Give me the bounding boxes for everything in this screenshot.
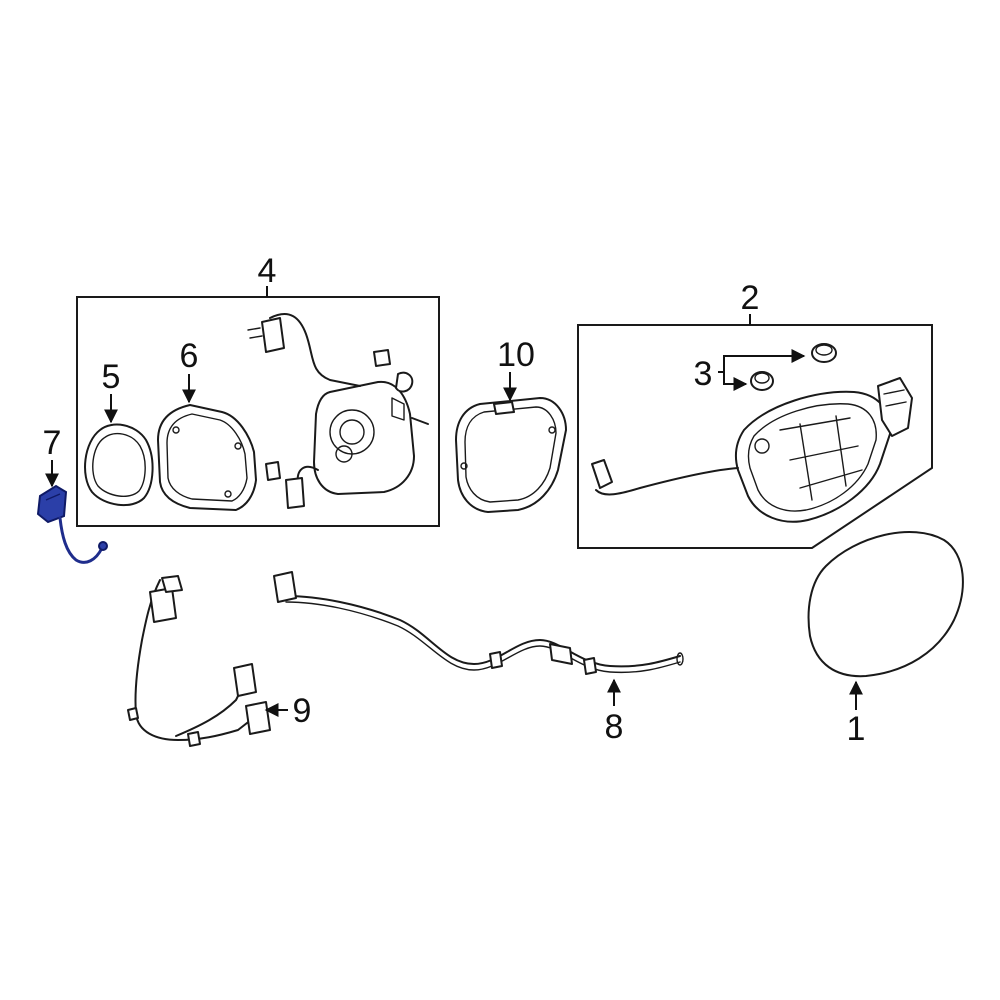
assembly-box-4: [76, 286, 440, 527]
assembly-box-2: [577, 314, 933, 549]
callout-8: 8: [605, 708, 624, 746]
gasket-ring-part: [84, 423, 154, 507]
bumper-stop-part: [750, 343, 837, 391]
wiring-harness-part: [127, 575, 271, 747]
callout-4: 4: [258, 252, 277, 290]
callout-7: 7: [43, 424, 62, 462]
callout-10: 10: [497, 336, 535, 374]
callout-3: 3: [694, 355, 713, 393]
callout-labels: 1 2 3 4 5 6 7 8 9 10: [43, 252, 866, 748]
callout-6: 6: [180, 337, 199, 375]
callout-9: 9: [293, 692, 312, 730]
cover-plate-part: [455, 397, 567, 513]
seal-frame-part: [157, 404, 257, 511]
charge-port-assembly-part: [247, 313, 429, 509]
door-housing-part: [591, 377, 913, 523]
sensor-connector-part: [36, 484, 108, 564]
charging-cable-part: [273, 571, 684, 675]
leader-lines: [45, 349, 863, 717]
fuel-door-panel-part: [807, 531, 964, 678]
callout-5: 5: [102, 358, 121, 396]
callout-1: 1: [847, 710, 866, 748]
callout-2: 2: [741, 279, 760, 317]
